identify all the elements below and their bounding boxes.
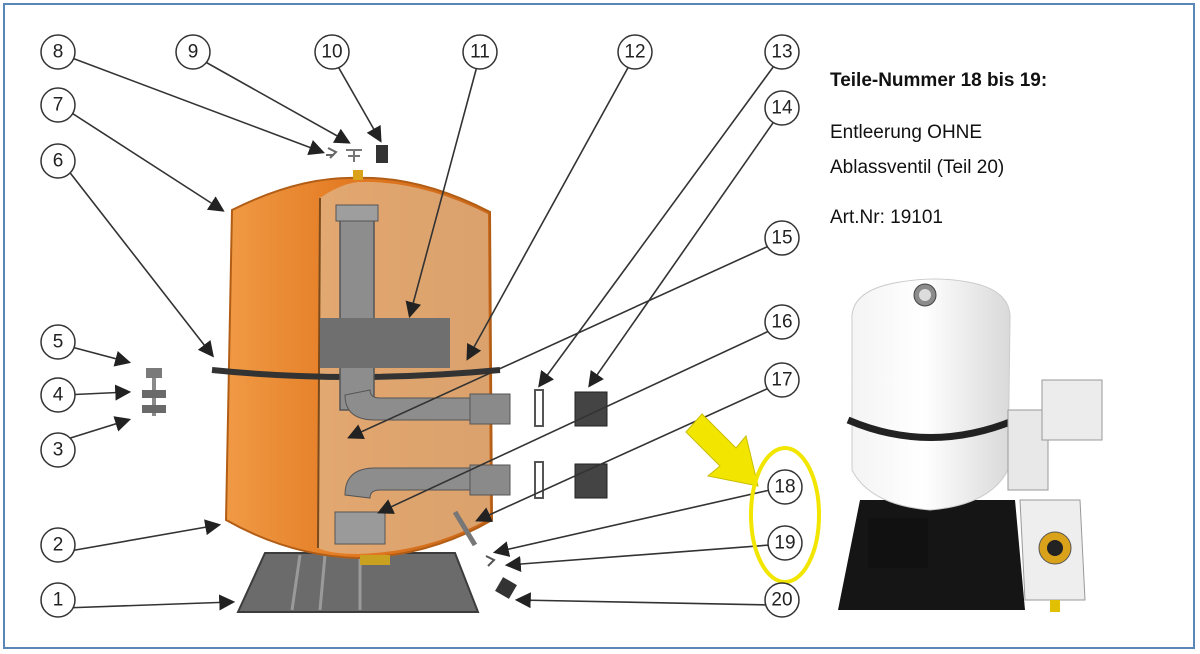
callout-12: 12 (624, 42, 645, 63)
article-number: Art.Nr: 19101 (830, 207, 943, 228)
info-description-line-2: Ablassventil (Teil 20) (830, 157, 1005, 178)
yellow-arrow-icon (685, 413, 759, 487)
callout-14: 14 (771, 98, 793, 119)
info-heading: Teile-Nummer 18 bis 19: (830, 70, 1048, 91)
product-photo (838, 278, 1103, 612)
callout-11: 11 (470, 42, 490, 63)
callout-7: 7 (53, 95, 64, 116)
callout-13: 13 (771, 42, 792, 63)
tank-base-stand (236, 552, 480, 613)
yellow-ellipse-highlight (749, 446, 821, 584)
exploded-small-parts (142, 145, 608, 599)
callout-3: 3 (53, 440, 64, 461)
callout-18: 18 (774, 477, 795, 498)
callout-16: 16 (771, 312, 792, 333)
callout-9: 9 (188, 42, 199, 63)
callout-19: 19 (774, 533, 795, 554)
callout-1: 1 (53, 590, 64, 611)
callout-15: 15 (771, 228, 792, 249)
callout-6: 6 (53, 151, 64, 172)
info-description-line-1: Entleerung OHNE (830, 122, 983, 143)
internal-pipework (320, 204, 511, 565)
callout-2: 2 (53, 535, 64, 556)
callout-8: 8 (53, 42, 64, 63)
callout-20: 20 (771, 590, 792, 611)
leader-lines (63, 54, 783, 611)
callout-markers (40, 34, 803, 618)
callout-10: 10 (321, 42, 342, 63)
diagram-frame (3, 3, 1195, 649)
callout-4: 4 (53, 385, 64, 406)
callout-17: 17 (771, 370, 792, 391)
callout-5: 5 (53, 332, 64, 353)
